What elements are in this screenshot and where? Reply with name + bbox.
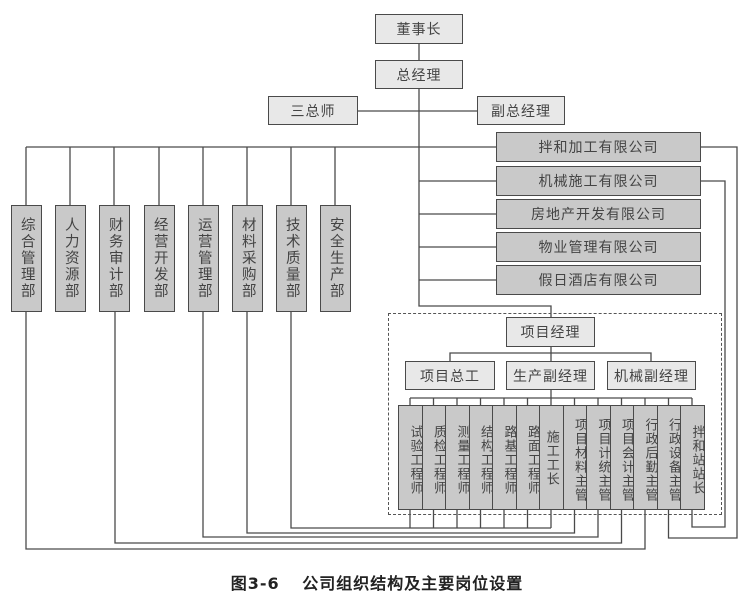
project-manager-box[interactable]: 项目经理 [506, 317, 595, 347]
position-box[interactable]: 行政设备主管 [656, 405, 681, 510]
company-box[interactable]: 物业管理有限公司 [496, 232, 701, 262]
position-box[interactable]: 路面工程师 [515, 405, 540, 510]
position-box[interactable]: 项目计统主管 [586, 405, 611, 510]
position-box[interactable]: 拌和站站长 [680, 405, 705, 510]
project-chief-engineer-box[interactable]: 项目总工 [405, 361, 495, 390]
department-box[interactable]: 财务审计部 [99, 205, 130, 312]
connector-deputies-bus [449, 352, 652, 361]
connector-machinery-company [691, 180, 726, 528]
connector-gm-project [418, 89, 552, 317]
department-box[interactable]: 运营管理部 [188, 205, 219, 312]
connector-tech-quality [290, 312, 551, 529]
department-box[interactable]: 经营开发部 [144, 205, 175, 312]
company-box[interactable]: 拌和加工有限公司 [496, 132, 701, 162]
position-box[interactable]: 结构工程师 [468, 405, 493, 510]
department-box[interactable]: 综合管理部 [11, 205, 42, 312]
connector-finance [114, 312, 623, 544]
department-box[interactable]: 安全生产部 [320, 205, 351, 312]
position-box[interactable]: 行政后勤主管 [633, 405, 658, 510]
company-box[interactable]: 房地产开发有限公司 [496, 199, 701, 229]
connector-mixing-company [667, 146, 738, 539]
department-box[interactable]: 技术质量部 [276, 205, 307, 312]
connector-general-admin [25, 312, 646, 550]
position-box[interactable]: 项目材料主管 [562, 405, 587, 510]
department-box[interactable]: 材料采购部 [232, 205, 263, 312]
position-box[interactable]: 试验工程师 [398, 405, 423, 510]
connector-materials [246, 312, 576, 534]
deputy-general-manager-box[interactable]: 副总经理 [477, 96, 565, 125]
position-box[interactable]: 项目会计主管 [609, 405, 634, 510]
connector-operations [202, 312, 599, 538]
figure-title: 公司组织结构及主要岗位设置 [302, 574, 524, 593]
machinery-deputy-manager-box[interactable]: 机械副经理 [607, 361, 696, 390]
general-manager-box[interactable]: 总经理 [375, 60, 463, 89]
project-group-frame [388, 313, 722, 515]
company-box[interactable]: 机械施工有限公司 [496, 166, 701, 196]
position-box[interactable]: 质检工程师 [421, 405, 446, 510]
production-deputy-manager-box[interactable]: 生产副经理 [506, 361, 595, 390]
position-box[interactable]: 路基工程师 [492, 405, 517, 510]
figure-number: 图3-6 [230, 574, 280, 593]
company-box[interactable]: 假日酒店有限公司 [496, 265, 701, 295]
figure-caption: 图3-6 公司组织结构及主要岗位设置 [0, 570, 754, 594]
chief-engineers-box[interactable]: 三总师 [268, 96, 358, 125]
position-box[interactable]: 施工工长 [539, 405, 564, 510]
position-box[interactable]: 测量工程师 [445, 405, 470, 510]
department-box[interactable]: 人力资源部 [55, 205, 86, 312]
chairman-box[interactable]: 董事长 [375, 14, 463, 44]
